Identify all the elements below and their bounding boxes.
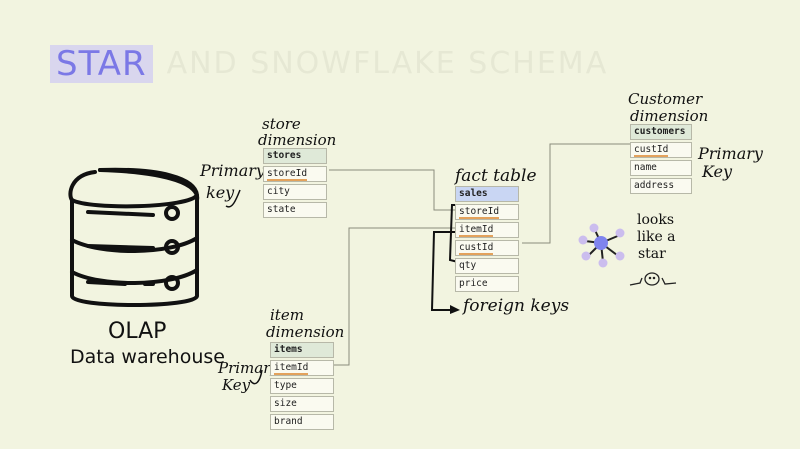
table-row: brand — [270, 414, 334, 430]
table-row-fk: storeId — [455, 204, 519, 220]
customer-pk-label1: Primary — [698, 144, 763, 163]
table-row-pk: storeId — [263, 166, 327, 182]
table-header: items — [270, 342, 334, 358]
title-highlight: STAR — [50, 45, 153, 83]
item-dim-label2: dimension — [266, 323, 345, 341]
database-icon — [68, 167, 200, 307]
table-row: price — [455, 276, 519, 292]
items-table: items itemId type size brand — [270, 342, 334, 432]
table-row: city — [263, 184, 327, 200]
customers-table: customers custId name address — [630, 124, 692, 196]
star-note-line1: looks — [637, 212, 675, 228]
star-note-line2: like a — [637, 229, 676, 245]
pk-brace-store — [225, 189, 241, 208]
warehouse-label-dw: Data warehouse — [70, 346, 225, 368]
title-rest: AND SNOWFLAKE SCHEMA — [166, 46, 609, 81]
customer-dim-label1: Customer — [628, 90, 703, 108]
customer-pk-label2: Key — [702, 162, 733, 181]
table-header: stores — [263, 148, 327, 164]
table-header: sales — [455, 186, 519, 202]
table-row: type — [270, 378, 334, 394]
connector-store-fact — [329, 169, 455, 211]
table-row: qty — [455, 258, 519, 274]
pk-brace-item — [249, 369, 263, 385]
star-note-line3: star — [638, 246, 666, 262]
table-row: address — [630, 178, 692, 194]
shrug-face-icon — [629, 272, 677, 286]
store-dim-label1: store — [262, 115, 301, 133]
fact-table-label: fact table — [455, 166, 537, 186]
connector-fact-customer — [522, 143, 630, 244]
table-row-fk: custId — [455, 240, 519, 256]
star-schema-icon — [578, 223, 625, 268]
sales-table: sales storeId itemId custId qty price — [455, 186, 519, 294]
warehouse-label-olap: OLAP — [108, 319, 167, 344]
foreign-key-arrow — [430, 231, 455, 311]
item-dim-label1: item — [270, 306, 304, 324]
store-pk-label2: key — [206, 183, 235, 202]
table-row-fk: itemId — [455, 222, 519, 238]
table-header: customers — [630, 124, 692, 140]
item-pk-label1: Primary — [218, 359, 279, 377]
connector-item-fact — [334, 227, 455, 366]
table-row-pk: custId — [630, 142, 692, 158]
table-row: size — [270, 396, 334, 412]
arrow-head-icon — [450, 305, 460, 314]
item-pk-label2: Key — [222, 376, 251, 394]
store-dim-label2: dimension — [258, 131, 337, 149]
stores-table: stores storeId city state — [263, 148, 327, 220]
table-row: state — [263, 202, 327, 218]
page-title: STAR AND SNOWFLAKE SCHEMA — [50, 45, 608, 83]
store-pk-label1: Primary — [200, 161, 265, 180]
table-row-pk: itemId — [270, 360, 334, 376]
customer-dim-label2: dimension — [630, 107, 709, 125]
table-row: name — [630, 160, 692, 176]
foreign-keys-label: foreign keys — [463, 296, 570, 316]
